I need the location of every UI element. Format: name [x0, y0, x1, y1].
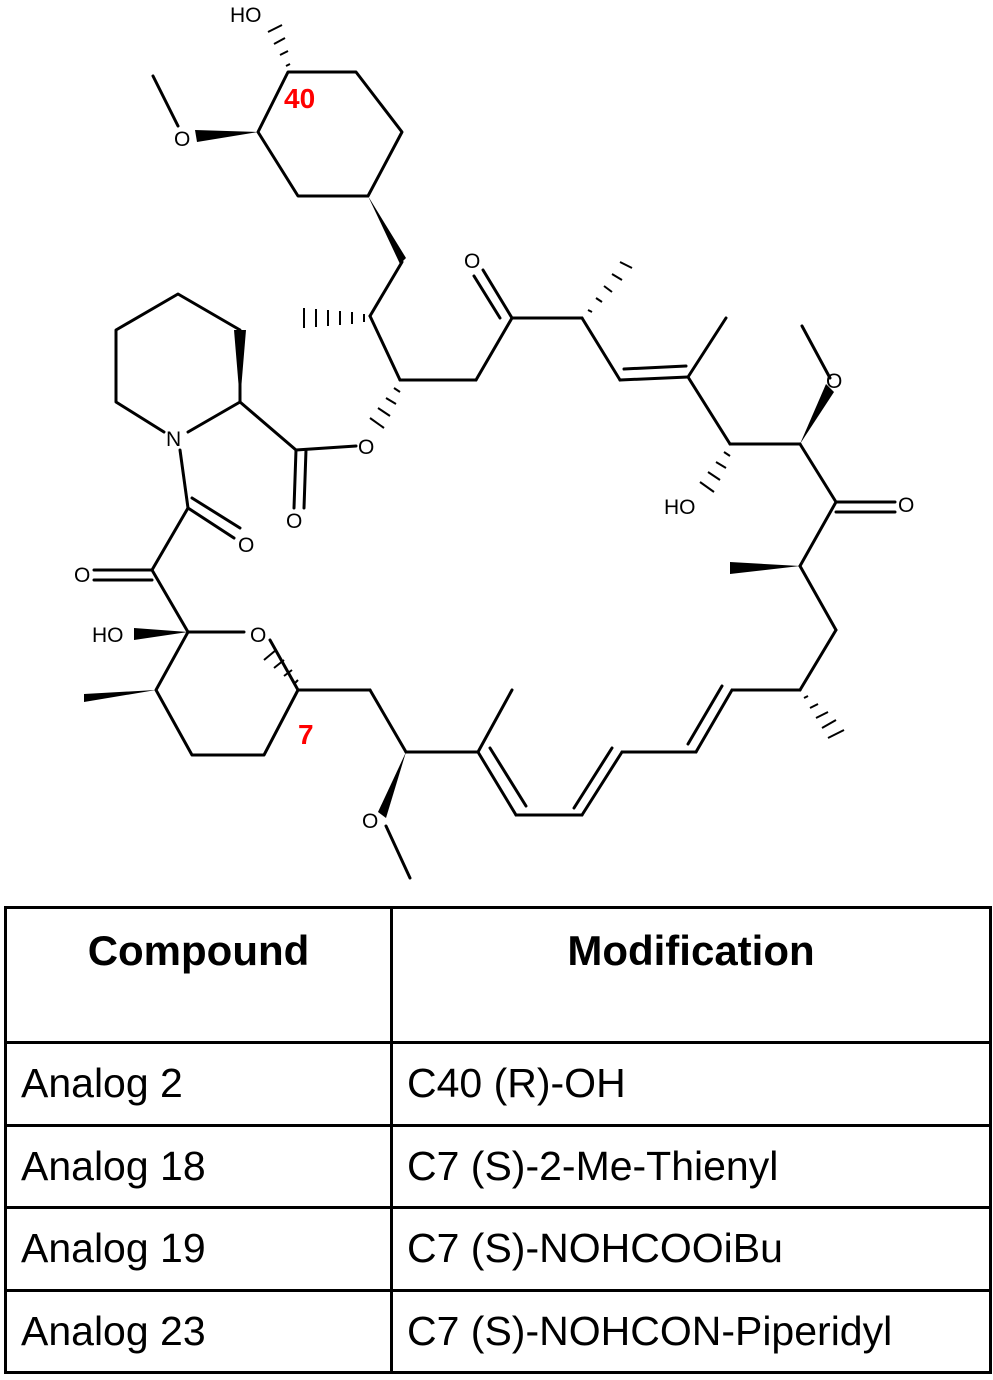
table-row: Analog 18 C7 (S)-2-Me-Thienyl [4, 1123, 992, 1209]
cell-modification: C7 (S)-NOHCON-Piperidyl [390, 1288, 992, 1374]
chemical-structure: HO O O O N O O HO O O O HO O O 40 7 [74, 4, 914, 880]
hashed-bonds [263, 24, 845, 739]
atom-label: HO [664, 496, 696, 519]
table-row: Analog 2 C40 (R)-OH [4, 1041, 992, 1127]
cell-modification: C7 (S)-2-Me-Thienyl [390, 1123, 992, 1209]
table-row: Analog 19 C7 (S)-NOHCOOiBu [4, 1206, 992, 1292]
atom-label: HO [230, 4, 262, 27]
atom-label: HO [92, 624, 124, 647]
header-modification: Modification [390, 906, 992, 1044]
atom-label: O [362, 810, 378, 833]
header-compound: Compound [4, 906, 393, 1044]
atom-label: O [74, 564, 90, 587]
atom-label: O [238, 534, 254, 557]
table-header-row: Compound Modification [4, 906, 992, 1044]
atom-label: O [826, 370, 842, 393]
atom-label: N [166, 428, 181, 451]
atom-label: O [358, 436, 374, 459]
table-row: Analog 23 C7 (S)-NOHCON-Piperidyl [4, 1288, 992, 1374]
cell-compound: Analog 18 [4, 1123, 393, 1209]
cell-compound: Analog 19 [4, 1206, 393, 1292]
bond-lines [92, 70, 897, 880]
atom-label: O [464, 250, 480, 273]
atom-label: O [898, 494, 914, 517]
locant-c40: 40 [284, 83, 315, 114]
atom-label: O [174, 128, 190, 151]
atom-label: O [250, 624, 266, 647]
atom-labels: HO O O O N O O HO O O O HO O O [74, 4, 914, 833]
cell-modification: C40 (R)-OH [390, 1041, 992, 1127]
wedge-bonds [84, 130, 834, 818]
cell-modification: C7 (S)-NOHCOOiBu [390, 1206, 992, 1292]
compound-table: Compound Modification Analog 2 C40 (R)-O… [4, 906, 992, 1374]
locant-c7: 7 [298, 719, 314, 750]
atom-label: O [286, 510, 302, 533]
cell-compound: Analog 23 [4, 1288, 393, 1374]
cell-compound: Analog 2 [4, 1041, 393, 1127]
